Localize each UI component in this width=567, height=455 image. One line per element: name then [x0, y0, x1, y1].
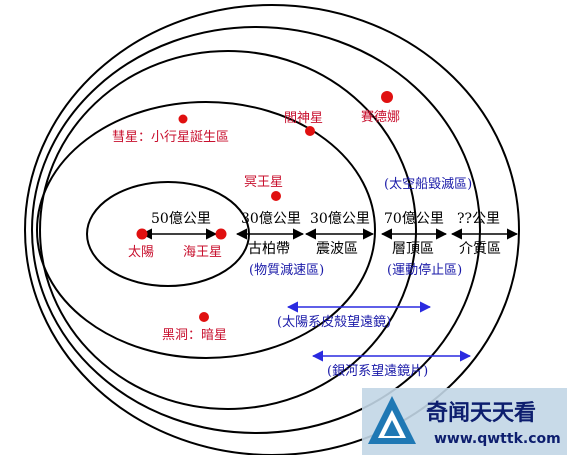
triangle-logo-icon — [368, 396, 416, 444]
neptune-dot — [215, 228, 227, 240]
site-watermark: 奇闻天天看 www.qwttk.com — [362, 388, 567, 455]
comet-label: 彗星：小行星誕生區 — [112, 130, 229, 145]
heliopause-distance-label: 70億公里 — [384, 211, 444, 227]
galaxy-telescope-label: (銀河系望遠鏡片) — [327, 363, 428, 379]
heliosheath-telescope-label: (太陽系皮殼望遠鏡) — [277, 314, 391, 330]
neptune-label: 海王星 — [183, 245, 222, 260]
sedna-dot — [381, 91, 393, 103]
pluto-dot — [271, 191, 281, 201]
comet-dot — [178, 114, 188, 124]
kuiper-region-label: 古柏帶 — [248, 241, 290, 257]
kuiper-belt-ring — [36, 101, 376, 359]
black-hole-dot — [199, 312, 209, 322]
spacecraft-destroy-label: (太空船毀滅區) — [384, 177, 472, 192]
interstellar-region-label: 介質區 — [459, 241, 501, 257]
pluto-label: 冥王星 — [244, 175, 283, 190]
watermark-brand: 奇闻天天看 — [426, 400, 536, 426]
hades-dot — [305, 126, 315, 136]
material-decel-label: (物質減速區) — [249, 262, 324, 278]
kuiper-distance-label: 30億公里 — [241, 211, 301, 227]
hades-label: 閻神星 — [284, 111, 323, 126]
motion-stop-label: (運動停止區) — [387, 262, 462, 278]
inner-distance-label: 50億公里 — [151, 211, 211, 227]
sun-dot — [136, 228, 148, 240]
watermark-url: www.qwttk.com — [434, 431, 561, 447]
shock-distance-label: 30億公里 — [310, 211, 370, 227]
sedna-label: 賽德娜 — [361, 109, 400, 125]
interstellar-medium-ring — [24, 4, 520, 455]
sun-label: 太陽 — [128, 245, 154, 260]
heliopause-region-label: 層頂區 — [392, 241, 434, 257]
shock-region-label: 震波區 — [316, 241, 358, 257]
black-hole-label: 黑洞：暗星 — [162, 328, 227, 343]
interstellar-distance-label: ??公里 — [457, 211, 500, 227]
